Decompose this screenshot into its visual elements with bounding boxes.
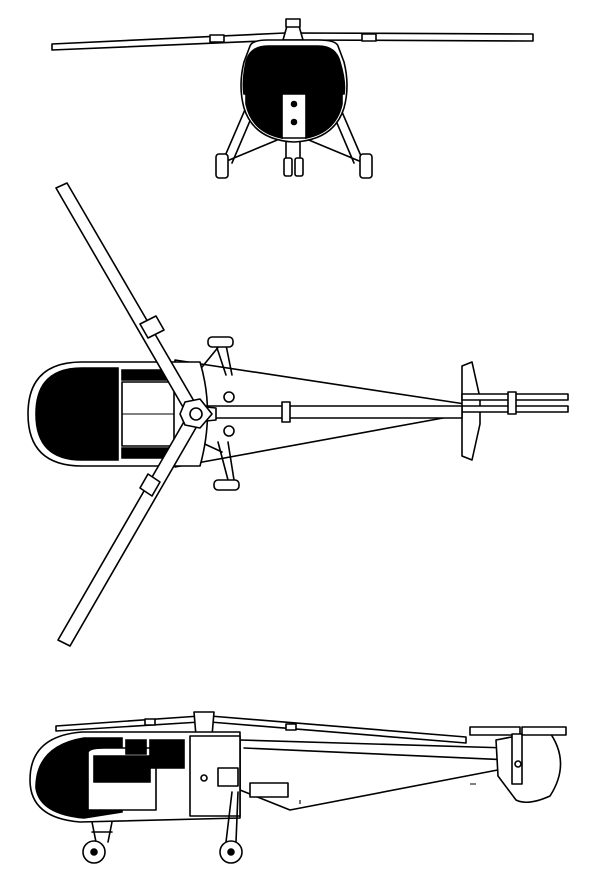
side-view-tail-fin	[469, 726, 567, 804]
front-view	[51, 18, 534, 179]
top-view-fuselage	[27, 361, 209, 467]
side-view	[29, 711, 567, 864]
side-view-main-rotor	[55, 711, 467, 744]
side-view-landing-gear	[82, 791, 243, 864]
side-view-tail-boom	[239, 739, 511, 811]
front-view-fuselage	[240, 39, 348, 143]
top-view-drive-shaft	[199, 391, 463, 437]
side-view-fuselage	[29, 731, 241, 823]
top-view	[27, 182, 569, 647]
front-view-main-rotor	[51, 18, 534, 51]
top-view-main-rotor	[55, 182, 217, 647]
